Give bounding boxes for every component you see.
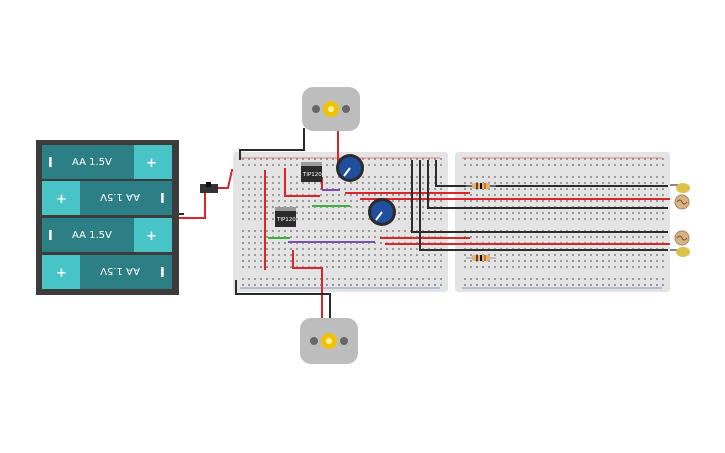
wire-black[interactable]	[239, 128, 305, 160]
cell-sign-right: I	[160, 266, 165, 281]
cell-label: AA 1.5V	[72, 157, 112, 168]
cell-sign-left: I	[48, 156, 53, 171]
cell-sign-left: +	[56, 266, 67, 281]
wire-black[interactable]	[427, 160, 668, 209]
potentiometer[interactable]	[336, 154, 364, 182]
cell-sign-right: I	[160, 192, 165, 207]
wire-red[interactable]	[284, 168, 320, 197]
led[interactable]	[670, 247, 690, 257]
wire-black[interactable]	[419, 160, 668, 251]
cell-label: AA 1.5V	[100, 191, 140, 202]
dc-motor-bottom[interactable]	[300, 318, 358, 364]
cell-sign-right: +	[146, 156, 157, 171]
cell-label: AA 1.5V	[100, 265, 140, 276]
resistor[interactable]	[466, 255, 496, 261]
breadboard-right[interactable]	[455, 152, 670, 292]
cell-sign-right: +	[146, 229, 157, 244]
transistor-label: TIP120	[302, 172, 322, 178]
photoresistor[interactable]	[674, 194, 690, 210]
photoresistor[interactable]	[674, 230, 690, 246]
battery-cell: + AA 1.5V I	[42, 255, 172, 289]
battery-cell: I AA 1.5V +	[42, 145, 172, 179]
transistor-label: TIP120	[276, 217, 296, 223]
potentiometer[interactable]	[368, 198, 396, 226]
battery-cell: I AA 1.5V +	[42, 218, 172, 252]
wires	[235, 128, 670, 318]
cell-sign-left: I	[48, 229, 53, 244]
cell-label: AA 1.5V	[72, 230, 112, 241]
slide-switch[interactable]	[200, 182, 218, 193]
wire-black[interactable]	[411, 160, 668, 233]
transistor[interactable]: TIP120	[275, 207, 296, 227]
resistor[interactable]	[466, 183, 496, 189]
breadboard-left[interactable]	[233, 152, 448, 292]
wire-black[interactable]	[235, 280, 331, 318]
transistor[interactable]: TIP120	[301, 162, 322, 182]
battery-cell: + AA 1.5V I	[42, 181, 172, 215]
battery-pack[interactable]: I AA 1.5V + + AA 1.5V I I AA 1.5V + + AA…	[36, 140, 179, 295]
led[interactable]	[670, 183, 690, 193]
wire-black[interactable]	[435, 160, 668, 187]
cell-sign-left: +	[56, 192, 67, 207]
battery-lead-red[interactable]	[179, 192, 206, 219]
dc-motor-top[interactable]	[302, 87, 360, 131]
